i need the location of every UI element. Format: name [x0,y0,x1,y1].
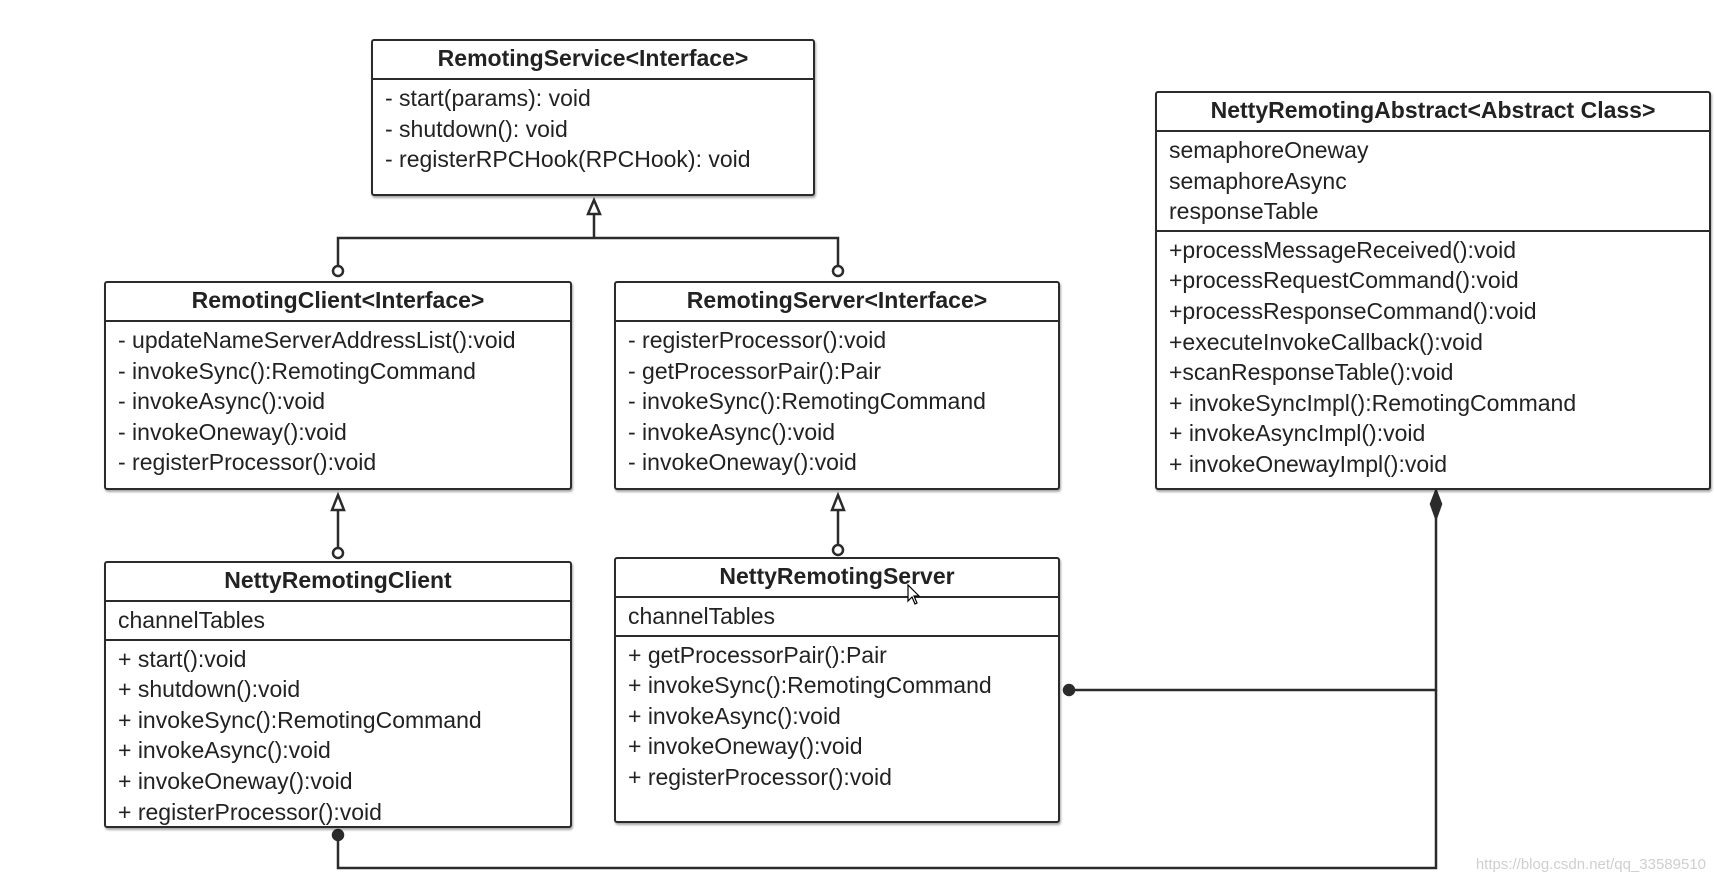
class-remoting-server: RemotingServer<Interface> - registerProc… [614,281,1060,490]
class-title: NettyRemotingServer [616,559,1058,598]
methods-section: - updateNameServerAddressList():void - i… [106,322,570,481]
class-remoting-client: RemotingClient<Interface> - updateNameSe… [104,281,572,490]
method: + invokeSync():RemotingCommand [628,672,992,699]
method: + invokeOnewayImpl():void [1169,450,1448,477]
hollow-arrow-server [830,491,846,512]
method: +scanResponseTable():void [1169,359,1454,386]
class-title: NettyRemotingClient [106,563,570,602]
method: - invokeSync():RemotingCommand [628,388,986,415]
methods-section: - start(params): void - shutdown(): void… [373,80,813,178]
field: responseTable [1169,198,1319,225]
generalization-line-service [336,213,840,272]
method: + invokeOneway():void [628,733,863,760]
method: - invokeOneway():void [628,449,857,476]
class-title: RemotingClient<Interface> [106,283,570,322]
method: +executeInvokeCallback():void [1169,328,1483,355]
method: - getProcessorPair():Pair [628,357,882,384]
method: - registerProcessor():void [628,327,887,353]
class-title: RemotingServer<Interface> [616,283,1058,322]
hollow-arrow-service [586,196,602,216]
method: + invokeSyncImpl():RemotingCommand [1169,389,1577,416]
class-netty-remoting-abstract: NettyRemotingAbstract<Abstract Class> se… [1155,91,1711,490]
method: + invokeOneway():void [118,767,353,794]
method: - start(params): void [385,85,591,111]
field: semaphoreAsync [1169,167,1347,194]
method: + getProcessorPair():Pair [628,641,887,668]
watermark: https://blog.csdn.net/qq_33589510 [1475,856,1706,873]
fields-section: semaphoreOneway semaphoreAsync responseT… [1157,132,1709,230]
method: + invokeAsyncImpl():void [1169,420,1426,447]
class-netty-remoting-server: NettyRemotingServer channelTables + getP… [614,557,1060,823]
method: + invokeAsync():void [118,737,331,764]
methods-section: +processMessageReceived():void +processR… [1157,229,1709,483]
method: + invokeAsync():void [628,702,841,729]
method: +processRequestCommand():void [1169,267,1519,294]
lollipop-netty-client [331,546,345,560]
lollipop-server-iface [831,264,845,278]
method: - invokeAsync():void [628,418,836,445]
method: + registerProcessor():void [118,798,382,825]
fields-section: channelTables [106,602,570,639]
method: - invokeOneway():void [118,418,347,445]
methods-section: + start():void + shutdown():void + invok… [106,638,570,826]
method: +processMessageReceived():void [1169,236,1517,263]
method: + shutdown():void [118,676,301,703]
mouse-pointer-icon [907,584,921,605]
method: - invokeAsync():void [118,388,326,415]
field: channelTables [118,607,266,633]
lollipop-client-iface [331,264,345,278]
class-remoting-service: RemotingService<Interface> - start(param… [371,39,815,196]
filled-diamond-abstract [1429,487,1443,522]
method: - registerRPCHook(RPCHook): void [385,146,751,173]
field: channelTables [628,603,776,629]
methods-section: - registerProcessor():void - getProcesso… [616,322,1058,481]
class-title: NettyRemotingAbstract<Abstract Class> [1157,93,1709,132]
method: + registerProcessor():void [628,763,892,790]
junction-dot-client [331,828,345,842]
method: +processResponseCommand():void [1169,297,1537,324]
method: - updateNameServerAddressList():void [118,327,516,353]
class-title: RemotingService<Interface> [373,41,813,80]
method: - registerProcessor():void [118,449,377,476]
field: semaphoreOneway [1169,137,1369,163]
methods-section: + getProcessorPair():Pair + invokeSync()… [616,634,1058,796]
method: + start():void [118,645,247,672]
hollow-arrow-client [330,491,346,512]
method: - invokeSync():RemotingCommand [118,357,476,384]
class-netty-remoting-client: NettyRemotingClient channelTables + star… [104,561,572,828]
lollipop-netty-server [831,543,845,557]
junction-dot-server [1062,683,1076,697]
method: + invokeSync():RemotingCommand [118,706,482,733]
fields-section: channelTables [616,598,1058,635]
abstract-to-server-line [1069,510,1438,692]
method: - shutdown(): void [385,115,568,142]
abstract-to-client-line [336,690,1438,870]
